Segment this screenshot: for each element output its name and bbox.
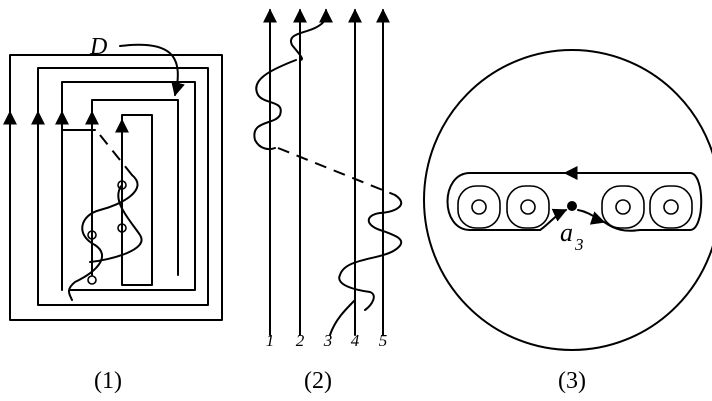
puncture-ring	[506, 185, 550, 229]
puncture-4	[649, 185, 693, 229]
puncture-ring	[649, 185, 693, 229]
panel-1-label: (1)	[94, 368, 122, 394]
puncture-dot	[117, 223, 127, 233]
puncture-dot	[117, 180, 127, 190]
basepoint-label: a	[560, 218, 573, 247]
puncture-inner	[615, 199, 631, 215]
basepoint-subscript: 3	[574, 235, 584, 254]
outer-curve-left	[446, 172, 541, 231]
puncture-ring	[601, 185, 645, 229]
outer-curve-right	[469, 172, 703, 231]
strand-3-tail	[329, 299, 356, 336]
puncture-inner	[663, 199, 679, 215]
outer-loop	[9, 54, 223, 321]
arc-from-basepoint-right	[577, 209, 606, 225]
puncture-3	[601, 185, 645, 229]
twist-3	[68, 244, 103, 301]
strand-3-twist-bottom	[338, 194, 403, 311]
panel-1-diagram: D (1)	[2, 34, 223, 394]
arc-to-basepoint-left	[539, 208, 568, 231]
puncture-1	[457, 185, 501, 229]
strand-number-5: 5	[379, 331, 388, 350]
panel-2-label: (2)	[304, 368, 332, 394]
second-loop	[37, 67, 209, 306]
puncture-dot	[87, 230, 97, 240]
fourth-loop	[91, 99, 179, 276]
puncture-inner	[471, 199, 487, 215]
twist-1	[81, 174, 139, 246]
dashed-segment	[99, 134, 133, 176]
panel-3-diagram: a 3 (3)	[423, 49, 712, 394]
strand-number-2: 2	[296, 331, 305, 350]
arc-right-tail	[603, 221, 641, 232]
basepoint-dot	[567, 201, 577, 211]
panel-2-diagram: 1 2 3 4 5 (2)	[253, 8, 403, 394]
panel-3-label: (3)	[558, 368, 586, 394]
strand-3-twist-top	[289, 19, 326, 61]
strand-number-4: 4	[351, 331, 360, 350]
disk-boundary	[423, 49, 712, 351]
puncture-ring	[457, 185, 501, 229]
puncture-dot	[87, 275, 97, 285]
strand-number-1: 1	[266, 331, 275, 350]
d-pointer-arrow	[119, 43, 185, 97]
puncture-2	[506, 185, 550, 229]
d-label: D	[89, 34, 107, 60]
band-top	[61, 124, 96, 131]
third-loop	[61, 81, 196, 291]
puncture-inner	[520, 199, 536, 215]
twist-2	[89, 184, 143, 263]
strand-3-twist-1	[253, 59, 297, 150]
strand-3-dashed	[277, 147, 396, 196]
strand-number-3: 3	[323, 331, 333, 350]
